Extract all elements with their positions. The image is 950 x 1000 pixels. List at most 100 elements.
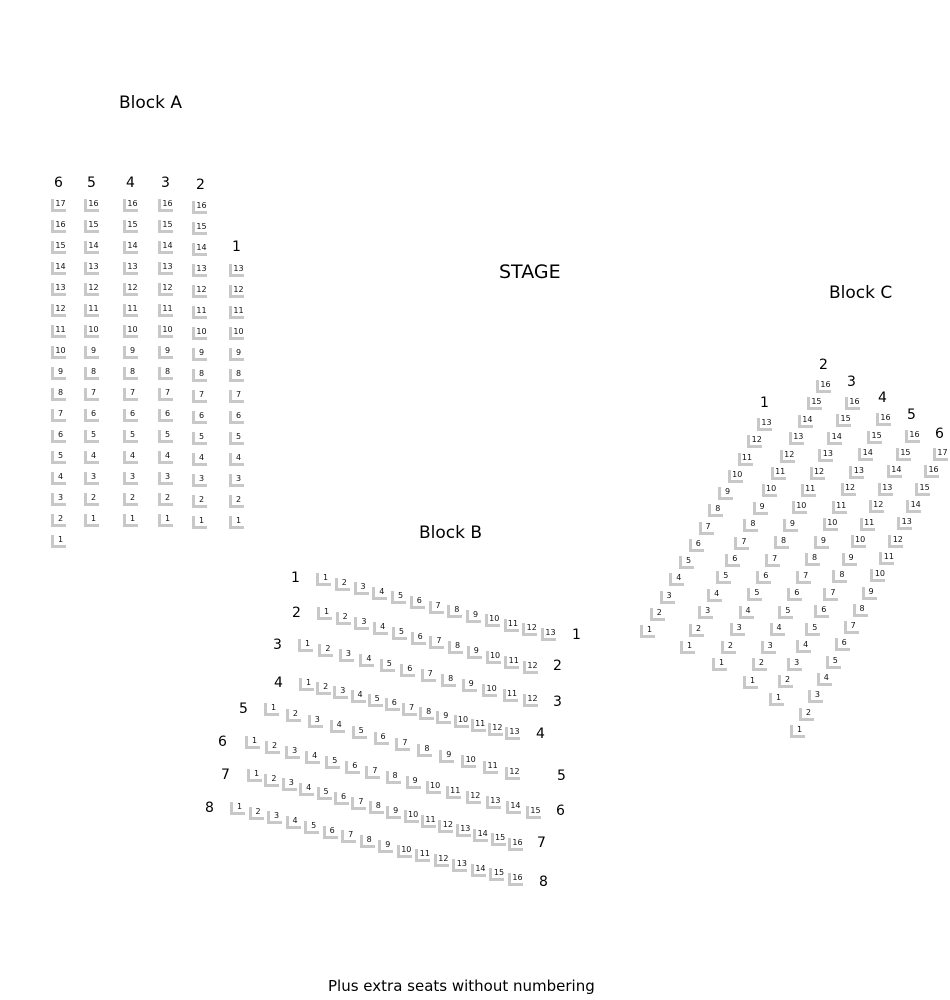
seat[interactable]: 12 (487, 722, 503, 736)
seat[interactable]: 5 (192, 432, 207, 445)
seat[interactable]: 8 (441, 674, 457, 687)
seat[interactable]: 9 (123, 346, 138, 359)
seat[interactable]: 7 (698, 521, 714, 535)
seat[interactable]: 2 (798, 707, 814, 721)
seat[interactable]: 6 (334, 792, 349, 805)
seat[interactable]: 4 (373, 621, 389, 635)
seat[interactable]: 14 (505, 801, 521, 814)
seat[interactable]: 8 (192, 369, 207, 382)
seat[interactable]: 14 (158, 241, 173, 254)
seat[interactable]: 16 (158, 199, 173, 212)
seat[interactable]: 9 (386, 805, 402, 819)
seat[interactable]: 10 (482, 684, 498, 697)
seat[interactable]: 12 (779, 449, 795, 463)
seat[interactable]: 1 (158, 514, 173, 527)
seat[interactable]: 9 (405, 776, 421, 789)
seat[interactable]: 3 (333, 686, 349, 700)
seat[interactable]: 9 (378, 839, 394, 853)
seat[interactable]: 5 (351, 726, 367, 740)
seat[interactable]: 11 (800, 484, 816, 497)
seat[interactable]: 10 (396, 844, 412, 858)
seat[interactable]: 17 (933, 448, 948, 461)
seat[interactable]: 16 (508, 838, 523, 851)
seat[interactable]: 2 (318, 644, 334, 657)
seat[interactable]: 5 (84, 430, 99, 443)
seat[interactable]: 3 (807, 690, 823, 704)
seat[interactable]: 15 (526, 806, 541, 819)
seat[interactable]: 3 (192, 474, 207, 487)
seat[interactable]: 11 (483, 761, 499, 775)
seat[interactable]: 3 (760, 640, 776, 654)
seat[interactable]: 6 (229, 411, 244, 424)
seat[interactable]: 4 (51, 472, 66, 485)
seat[interactable]: 14 (906, 499, 922, 513)
seat[interactable]: 8 (774, 536, 790, 550)
seat[interactable]: 3 (84, 472, 99, 485)
seat[interactable]: 9 (841, 552, 857, 566)
seat[interactable]: 8 (447, 605, 463, 619)
seat[interactable]: 7 (341, 830, 357, 844)
seat[interactable]: 9 (84, 346, 99, 359)
seat[interactable]: 3 (787, 657, 803, 671)
seat[interactable]: 2 (123, 493, 138, 506)
seat[interactable]: 14 (473, 828, 489, 842)
seat[interactable]: 5 (716, 571, 732, 585)
seat[interactable]: 10 (727, 469, 743, 483)
seat[interactable]: 9 (752, 501, 768, 515)
seat[interactable]: 9 (718, 487, 733, 500)
seat[interactable]: 13 (505, 727, 520, 740)
seat[interactable]: 13 (541, 628, 556, 641)
seat[interactable]: 15 (867, 430, 883, 444)
seat[interactable]: 8 (417, 743, 433, 757)
seat[interactable]: 7 (823, 587, 839, 601)
seat[interactable]: 11 (445, 786, 461, 799)
seat[interactable]: 4 (359, 654, 375, 667)
seat[interactable]: 6 (51, 430, 66, 443)
seat[interactable]: 6 (192, 411, 207, 424)
seat[interactable]: 2 (335, 611, 351, 625)
seat[interactable]: 5 (51, 451, 66, 464)
seat[interactable]: 6 (725, 554, 741, 567)
seat[interactable]: 12 (868, 500, 884, 514)
seat[interactable]: 12 (523, 661, 538, 674)
seat[interactable]: 8 (708, 504, 724, 518)
seat[interactable]: 10 (484, 614, 500, 628)
seat[interactable]: 14 (192, 243, 207, 256)
seat[interactable]: 4 (372, 586, 388, 600)
seat[interactable]: 16 (816, 380, 831, 393)
seat[interactable]: 1 (51, 535, 66, 548)
seat[interactable]: 11 (421, 815, 436, 828)
seat[interactable]: 1 (316, 573, 331, 586)
seat[interactable]: 12 (84, 283, 99, 296)
seat[interactable]: 15 (123, 220, 138, 233)
seat[interactable]: 3 (338, 649, 354, 662)
seat[interactable]: 13 (877, 482, 893, 496)
seat[interactable]: 13 (485, 796, 501, 809)
seat[interactable]: 13 (455, 824, 471, 838)
seat[interactable]: 1 (229, 516, 244, 529)
seat[interactable]: 10 (870, 569, 886, 583)
seat[interactable]: 4 (285, 816, 301, 830)
seat[interactable]: 2 (334, 577, 350, 591)
seat[interactable]: 5 (679, 556, 694, 569)
seat[interactable]: 2 (264, 773, 280, 787)
seat[interactable]: 1 (230, 802, 245, 815)
seat[interactable]: 4 (305, 751, 321, 764)
seat[interactable]: 5 (325, 756, 341, 769)
seat[interactable]: 9 (158, 346, 173, 359)
seat[interactable]: 4 (769, 623, 785, 637)
seat[interactable]: 4 (123, 451, 138, 464)
seat[interactable]: 5 (747, 588, 763, 602)
seat[interactable]: 6 (158, 409, 173, 422)
seat[interactable]: 14 (84, 241, 99, 254)
seat[interactable]: 1 (192, 516, 207, 529)
seat[interactable]: 5 (304, 820, 320, 834)
seat[interactable]: 10 (229, 327, 244, 340)
seat[interactable]: 14 (886, 465, 902, 479)
seat[interactable]: 7 (351, 796, 367, 810)
seat[interactable]: 11 (192, 306, 207, 319)
seat[interactable]: 11 (470, 718, 486, 732)
seat[interactable]: 2 (84, 493, 99, 506)
seat[interactable]: 11 (737, 452, 753, 466)
seat[interactable]: 15 (806, 397, 822, 411)
